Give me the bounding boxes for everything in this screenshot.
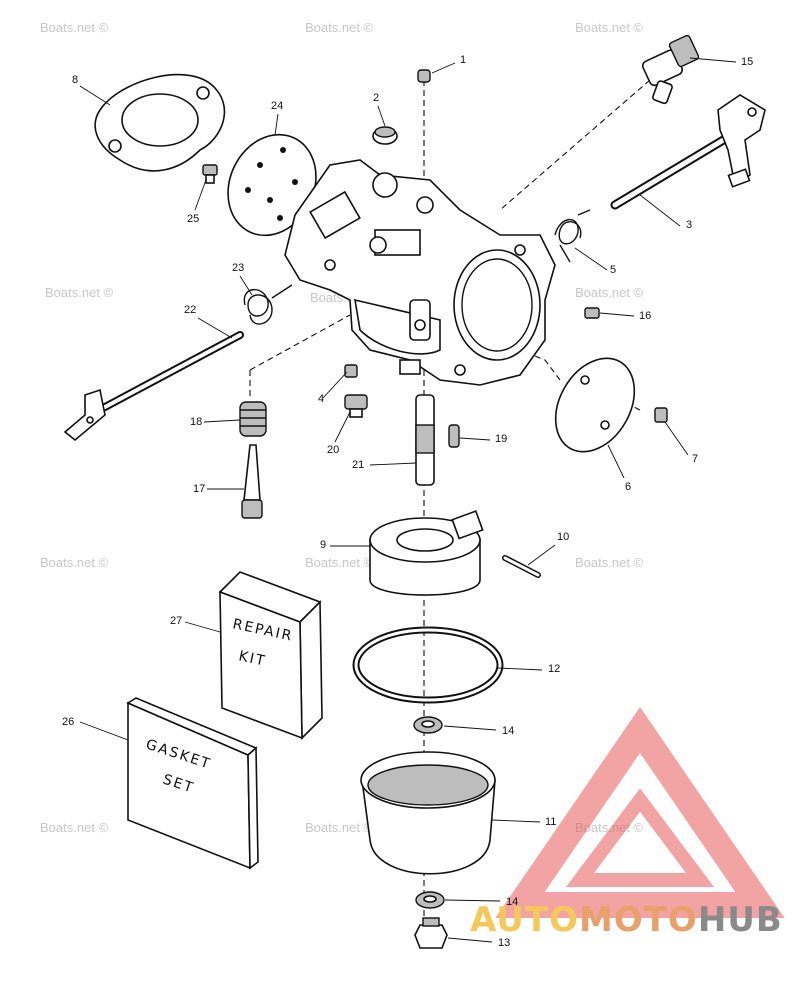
repair-kit-label-line2: KIT [237,648,268,669]
callout-number: 8 [72,74,78,86]
part-14-washer-upper [413,716,443,734]
callout-number: 11 [545,816,556,828]
part-20-screw [344,394,368,418]
callout-number: 7 [692,453,698,465]
boats-net-watermark: Boats.net © [40,820,109,835]
logo-text-hub: HUB [697,900,783,940]
boats-net-watermark: Boats.net © [305,20,374,35]
callout-number: 12 [548,663,560,675]
part-16-screw [584,307,600,319]
part-1-plug [417,69,431,83]
callout-number: 6 [625,481,631,493]
callout-number: 14 [502,725,514,737]
callout-number: 26 [62,716,74,728]
callout-number: 5 [610,264,616,276]
part-6-throttle-plate [554,357,636,453]
callout-number: 19 [495,433,507,445]
callout-labels: 1234567891011121314141516171819202122232… [62,54,753,949]
callout-number: 9 [320,539,326,551]
carburetor-body [284,159,556,386]
leader-lines [79,57,737,943]
part-17-needle-screw [241,444,263,519]
logo-text-auto: AUTO [470,900,579,940]
part-14-washer-lower [415,891,445,909]
part-3-throttle-shaft [610,94,766,210]
part-21-jet-tube [415,394,435,486]
boats-net-watermark: Boats.net © [575,20,644,35]
callout-number: 22 [184,304,196,316]
callout-number: 15 [741,56,753,68]
part-27-repair-kit-box: REPAIR KIT [218,571,323,740]
part-2-cup-plug [372,126,398,145]
part-5-spring [554,209,591,263]
part-23-spring [243,284,293,325]
callout-number: 25 [187,213,199,225]
callout-number: 18 [190,416,202,428]
callout-number: 13 [498,937,510,949]
part-9-float [369,510,484,596]
callout-number: 20 [327,444,339,456]
callout-number: 27 [170,615,182,627]
part-22-choke-shaft [63,331,244,442]
boats-net-watermark: Boats.net © [575,555,644,570]
part-25-screw [202,164,218,184]
callout-number: 10 [557,531,569,543]
part-12-bowl-gasket [352,626,504,704]
boats-net-watermark: Boats.net © [40,20,109,35]
part-8-flange-gasket [94,73,226,172]
callout-number: 16 [639,310,651,322]
callout-number: 14 [506,896,518,908]
callout-number: 17 [193,483,205,495]
part-11-float-bowl [360,751,496,875]
part-10-pin [502,555,541,578]
boats-net-watermark: Boats.net © [40,555,109,570]
boats-net-watermark: Boats.net © [575,285,644,300]
part-4-screw [344,364,358,378]
boats-net-watermark: Boats.net © [45,285,114,300]
part-19-needle [448,424,460,448]
boats-net-watermark: Boats.net © [305,555,374,570]
logo-triangle [495,707,785,918]
callout-number: 21 [352,459,364,471]
callout-number: 24 [271,100,283,112]
part-26-gasket-set: GASKET SET [126,697,259,870]
automotohub-logo-text: AUTOMOTOHUB [470,900,783,940]
callout-number: 2 [373,92,379,104]
callout-number: 4 [318,393,324,405]
callout-number: 1 [460,54,466,66]
part-13-nut [414,917,448,949]
callout-number: 3 [686,219,692,231]
part-7-screw [654,407,668,423]
callout-number: 23 [232,262,244,274]
boats-net-watermark: Boats.net © [305,820,374,835]
part-15-fitting [641,34,700,105]
logo-text-moto: MOTO [578,900,698,940]
part-18-spring [239,401,267,437]
